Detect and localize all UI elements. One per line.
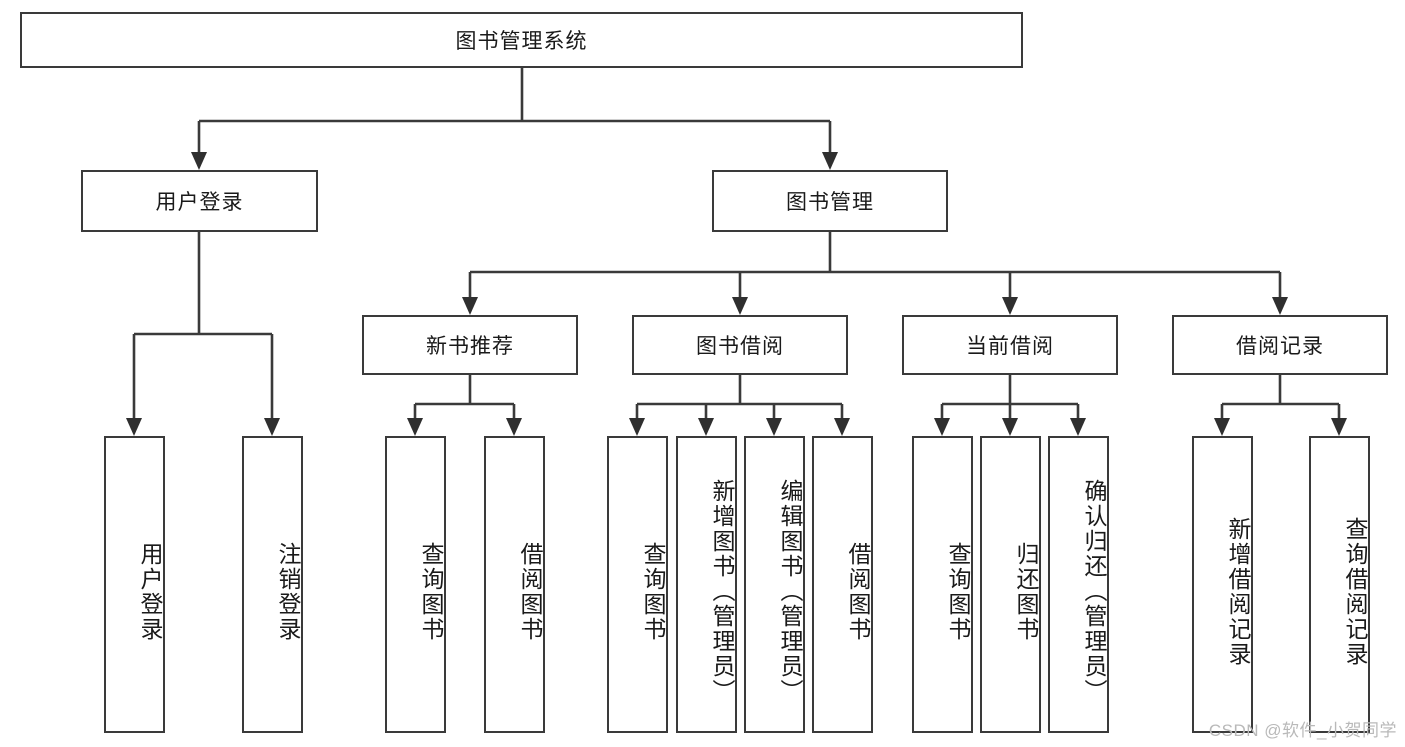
leaf-user-login-signin[interactable]: 用户登录	[104, 436, 165, 733]
leaf-borrow-record-query[interactable]: 查询借阅记录	[1309, 436, 1370, 733]
node-label: 图书管理	[786, 191, 874, 214]
leaf-new-book-borrow[interactable]: 借阅图书	[484, 436, 545, 733]
node-current-borrow[interactable]: 当前借阅	[902, 315, 1118, 375]
arrowheads-newbook-to-leaves	[407, 418, 522, 436]
node-label: 借阅图书	[845, 541, 871, 642]
node-book-management[interactable]: 图书管理	[712, 170, 948, 232]
edges-bookmgmt-to-level3	[468, 232, 1282, 303]
leaf-user-login-signout[interactable]: 注销登录	[242, 436, 303, 733]
leaf-current-borrow-query[interactable]: 查询图书	[912, 436, 973, 733]
node-label: 新书推荐	[426, 335, 514, 358]
arrowheads-borrowrecord-to-leaves	[1214, 418, 1347, 436]
arrowheads-bookborrow-to-leaves	[629, 418, 850, 436]
leaf-book-borrow-edit-admin[interactable]: 编辑图书（管理员）	[744, 436, 805, 733]
leaf-borrow-record-add[interactable]: 新增借阅记录	[1192, 436, 1253, 733]
edges-root-to-level2	[197, 68, 832, 158]
node-label: 查询图书	[640, 541, 666, 642]
node-label: 图书借阅	[696, 335, 784, 358]
edges-currentborrow-to-leaves	[940, 375, 1080, 424]
node-root-library-management-system[interactable]: 图书管理系统	[20, 12, 1023, 68]
leaf-book-borrow-add-admin[interactable]: 新增图书（管理员）	[676, 436, 737, 733]
arrowheads-currentborrow-to-leaves	[934, 418, 1086, 436]
node-label: 确认归还（管理员）	[1081, 479, 1107, 704]
node-label: 注销登录	[275, 541, 301, 642]
edges-bookborrow-to-leaves	[635, 375, 844, 424]
edges-userlogin-to-leaves	[132, 232, 274, 424]
leaf-new-book-query[interactable]: 查询图书	[385, 436, 446, 733]
node-label: 图书管理系统	[455, 30, 588, 53]
arrowheads-root-to-level2	[191, 152, 838, 170]
node-label: 查询图书	[418, 541, 444, 642]
node-new-book-recommend[interactable]: 新书推荐	[362, 315, 578, 375]
node-label: 借阅图书	[517, 541, 543, 642]
node-user-login[interactable]: 用户登录	[81, 170, 318, 232]
node-label: 借阅记录	[1236, 335, 1324, 358]
node-label: 查询图书	[945, 541, 971, 642]
node-label: 新增图书（管理员）	[709, 479, 735, 704]
node-borrow-record[interactable]: 借阅记录	[1172, 315, 1388, 375]
arrowheads-userlogin-to-leaves	[126, 418, 280, 436]
leaf-book-borrow-query[interactable]: 查询图书	[607, 436, 668, 733]
node-book-borrow[interactable]: 图书借阅	[632, 315, 848, 375]
leaf-current-borrow-confirm-return-admin[interactable]: 确认归还（管理员）	[1048, 436, 1109, 733]
node-label: 查询借阅记录	[1342, 516, 1368, 667]
node-label: 用户登录	[155, 191, 244, 214]
node-label: 新增借阅记录	[1225, 516, 1251, 667]
node-label: 编辑图书（管理员）	[777, 479, 803, 704]
edges-borrowrecord-to-leaves	[1220, 375, 1341, 424]
node-label: 用户登录	[137, 541, 163, 642]
edges-newbook-to-leaves	[413, 375, 516, 424]
leaf-book-borrow-borrow[interactable]: 借阅图书	[812, 436, 873, 733]
node-label: 归还图书	[1013, 541, 1039, 642]
leaf-current-borrow-return[interactable]: 归还图书	[980, 436, 1041, 733]
arrowheads-bookmgmt-to-level3	[462, 297, 1288, 315]
node-label: 当前借阅	[966, 335, 1054, 358]
